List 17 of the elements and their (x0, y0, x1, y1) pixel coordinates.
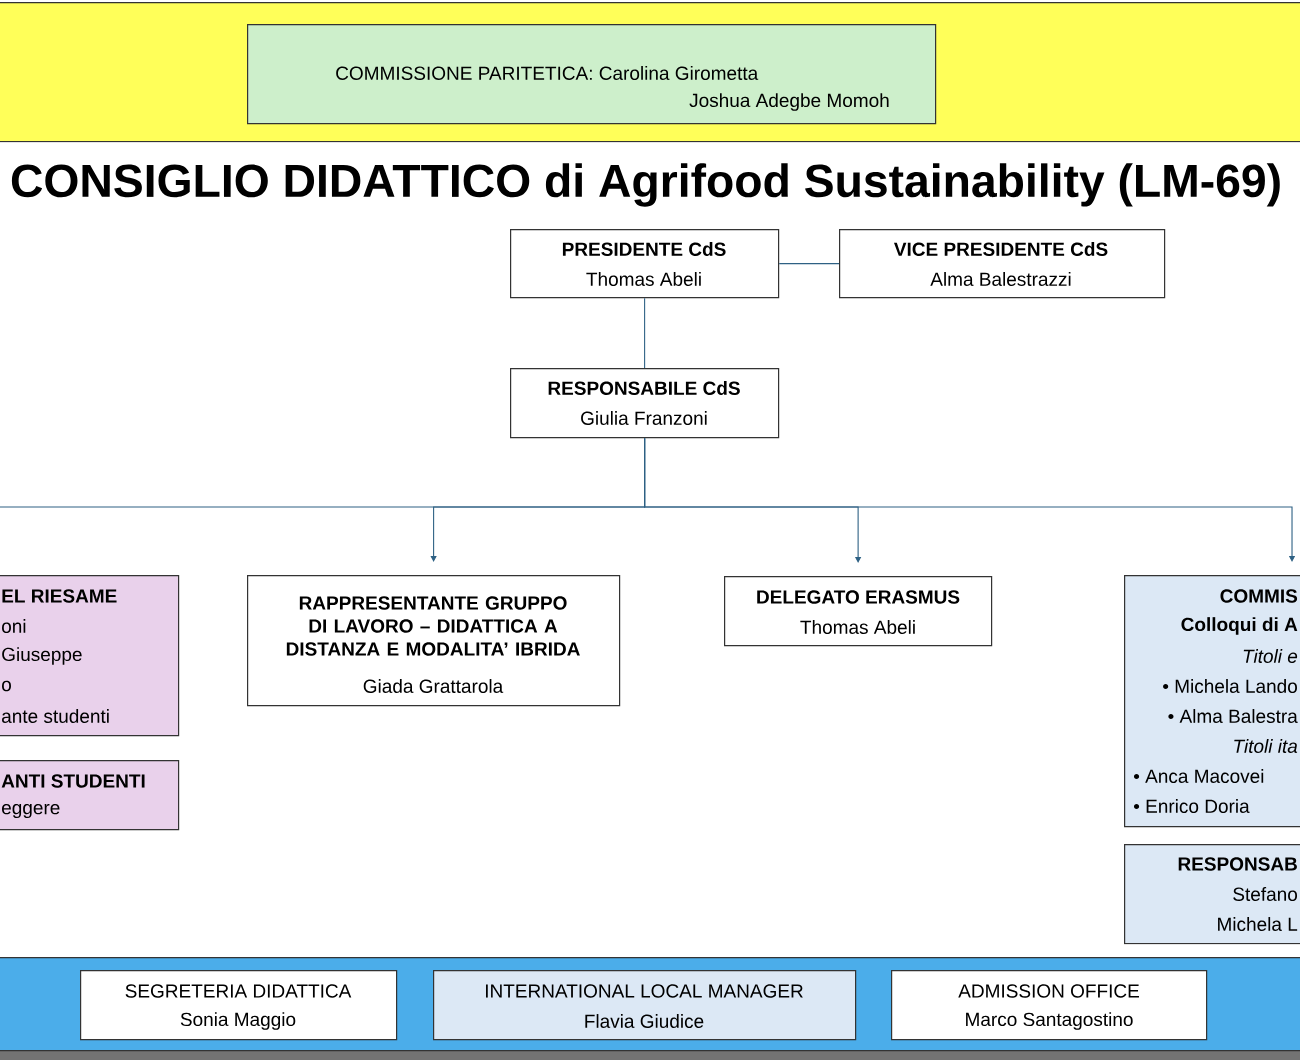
office-box: ADMISSION OFFICE Marco Santagostino (891, 970, 1208, 1041)
role-box: DELEGATO ERASMUS Thomas Abeli (724, 576, 993, 647)
connector (644, 297, 646, 369)
role-box: ANTI STUDENTI eggere (0, 760, 180, 831)
committee-box: COMMISSIONE PARITETICA: Carolina Girometta Joshua Adegbe Momoh (247, 24, 937, 125)
role-box: RESPONSAB Stefano Michela L (1124, 844, 1300, 945)
role-box: VICE PRESIDENTE CdS Alma Balestrazzi (839, 229, 1166, 299)
connector (644, 437, 1296, 562)
role-box: RESPONSABILE CdS Giulia Franzoni (510, 368, 780, 439)
role-box: EL RIESAME oni Giuseppe o ante studenti (0, 575, 180, 737)
title: CONSIGLIO DIDATTICO di Agrifood Sustainability (LM-69) (11, 163, 1280, 207)
office-box: SEGRETERIA DIDATTICA Sonia Maggio (80, 970, 398, 1041)
role-box: PRESIDENTE CdS Thomas Abeli (510, 229, 780, 299)
connector (778, 263, 840, 265)
committee-box: COMMIS Colloqui di A Titoli e • Michela Lando • Alma Balestra Titoli ita • Anca Macovei • Enrico Doria (1124, 575, 1300, 828)
office-box: INTERNATIONAL LOCAL MANAGER Flavia Giudice (433, 970, 857, 1041)
role-box: RAPPRESENTANTE GRUPPO DI LAVORO – DIDATTICA A DISTANZA E MODALITA’ IBRIDA Giada Grattarola (247, 575, 621, 707)
